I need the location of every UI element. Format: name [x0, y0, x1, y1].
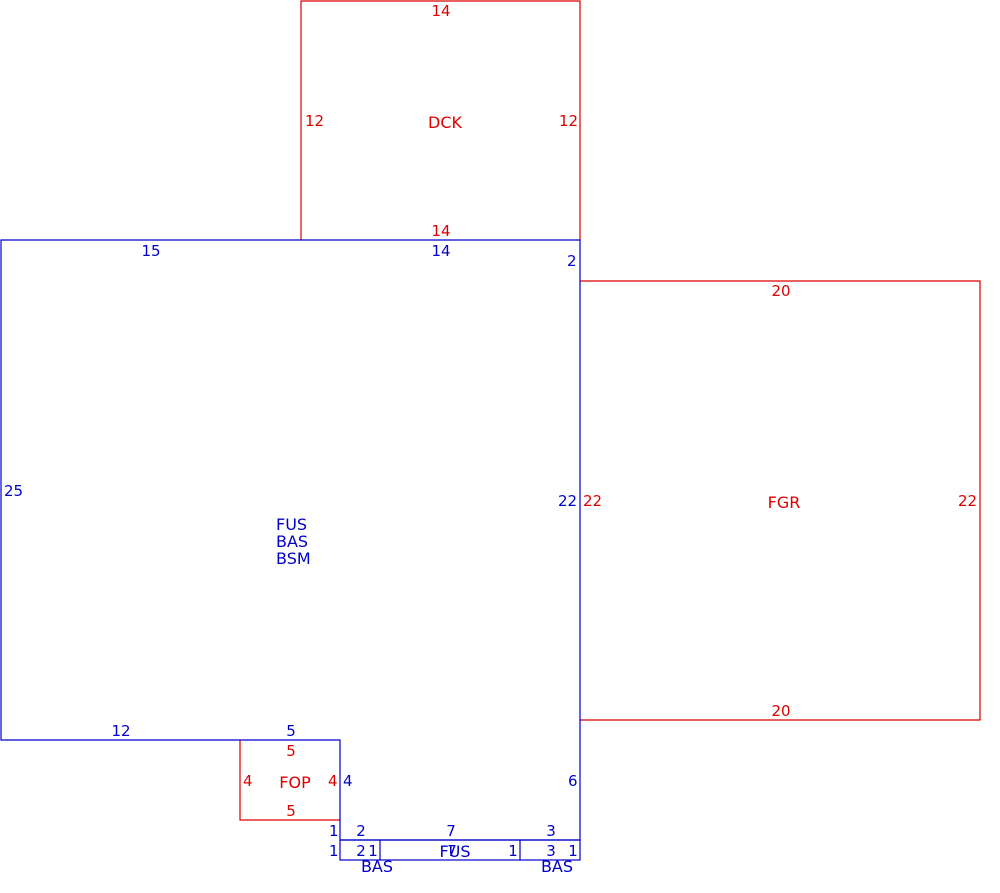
porch-outline	[239, 740, 340, 821]
main-dim-step-1: 1	[329, 822, 339, 840]
main-dim-right-top: 2	[567, 252, 577, 270]
bottom-left-label: BAS	[361, 857, 393, 876]
inner-dim-left-b: 1	[368, 842, 378, 860]
deck-dim-top: 14	[431, 2, 450, 20]
porch-dim-left: 4	[243, 772, 253, 790]
main-dim-right: 22	[558, 492, 577, 510]
garage-label: FGR	[768, 493, 801, 512]
garage-dim-right: 22	[958, 492, 977, 510]
main-area-code-1: FUS	[276, 515, 307, 534]
bottom-center-label: FUS	[439, 842, 470, 861]
main-dim-notch: 4	[343, 772, 353, 790]
ext-dim-mid: 7	[446, 822, 456, 840]
inner-dim-right: 3	[546, 842, 556, 860]
bottom-right-label: BAS	[541, 857, 573, 876]
inner-dim-right-end: 1	[568, 842, 578, 860]
inner-dim-left-a: 2	[356, 842, 366, 860]
ext-dim-right: 3	[546, 822, 556, 840]
porch-dim-top: 5	[286, 742, 296, 760]
garage-dim-bottom: 20	[771, 702, 790, 720]
deck-dim-right: 12	[559, 112, 578, 130]
deck-dim-bottom: 14	[431, 222, 450, 240]
main-area-code-3: BSM	[276, 549, 311, 568]
inner-dim-mid: 7	[447, 842, 457, 860]
ext-dim-left: 2	[356, 822, 366, 840]
garage-dim-left: 22	[583, 492, 602, 510]
porch-dim-right: 4	[328, 772, 338, 790]
main-dim-bottom-porch: 5	[286, 722, 296, 740]
main-dim-left: 25	[4, 482, 23, 500]
main-dim-top-right: 14	[431, 242, 450, 260]
deck-label: DCK	[428, 113, 462, 132]
inner-dim-mid-right: 1	[508, 842, 518, 860]
deck-dim-left: 12	[305, 112, 324, 130]
bottom-extension-outline	[339, 839, 581, 861]
garage-dim-top: 20	[771, 282, 790, 300]
main-dim-top-left: 15	[141, 242, 160, 260]
main-dim-step-2: 1	[329, 842, 339, 860]
main-dim-bottom-left: 12	[111, 722, 130, 740]
garage-outline	[580, 280, 981, 721]
main-area-code-2: BAS	[276, 532, 308, 551]
porch-label: FOP	[279, 773, 311, 792]
main-dim-right-lower: 6	[568, 772, 578, 790]
deck-outline	[300, 0, 581, 240]
porch-dim-bottom: 5	[286, 802, 296, 820]
